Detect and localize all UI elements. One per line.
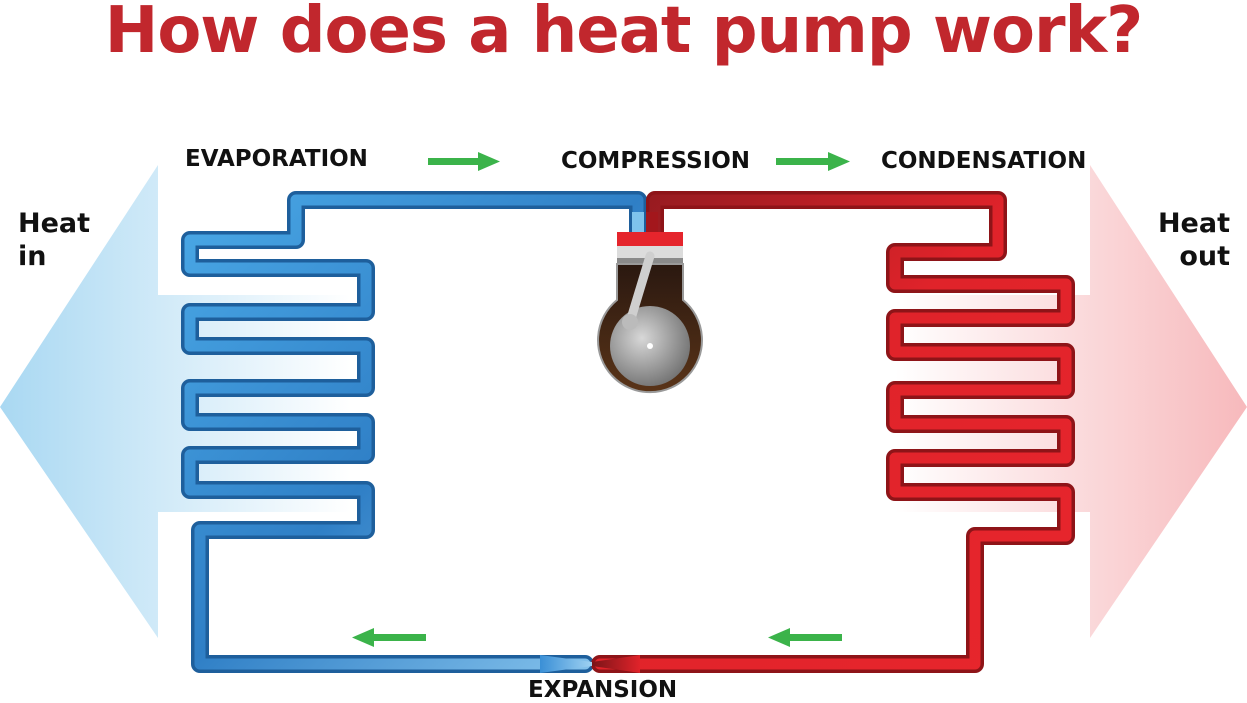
evaporation-label: EVAPORATION	[185, 146, 368, 172]
condensation-label: CONDENSATION	[881, 148, 1087, 174]
flow-arrow-left	[768, 628, 842, 647]
expansion-valve	[540, 655, 640, 673]
hot-pipe	[591, 191, 1075, 673]
heat-in-line2: in	[18, 241, 47, 272]
heat-out-line2: out	[1179, 241, 1230, 272]
heat-out-label: Heat out	[1158, 207, 1230, 273]
expansion-label: EXPANSION	[528, 677, 678, 703]
heat-in-line1: Heat	[18, 208, 91, 239]
heat-in-arrow	[0, 165, 350, 638]
heat-in-label: Heat in	[18, 207, 90, 273]
page-title: How does a heat pump work?	[104, 0, 1144, 68]
compressor-piston-icon	[597, 212, 703, 394]
flow-arrow-right	[428, 152, 500, 171]
cold-pipe	[181, 191, 647, 673]
compression-label: COMPRESSION	[561, 148, 751, 174]
flow-arrow-right	[776, 152, 850, 171]
flow-arrow-left	[352, 628, 426, 647]
heat-out-arrow	[895, 165, 1247, 638]
heat-out-line1: Heat	[1157, 208, 1230, 239]
